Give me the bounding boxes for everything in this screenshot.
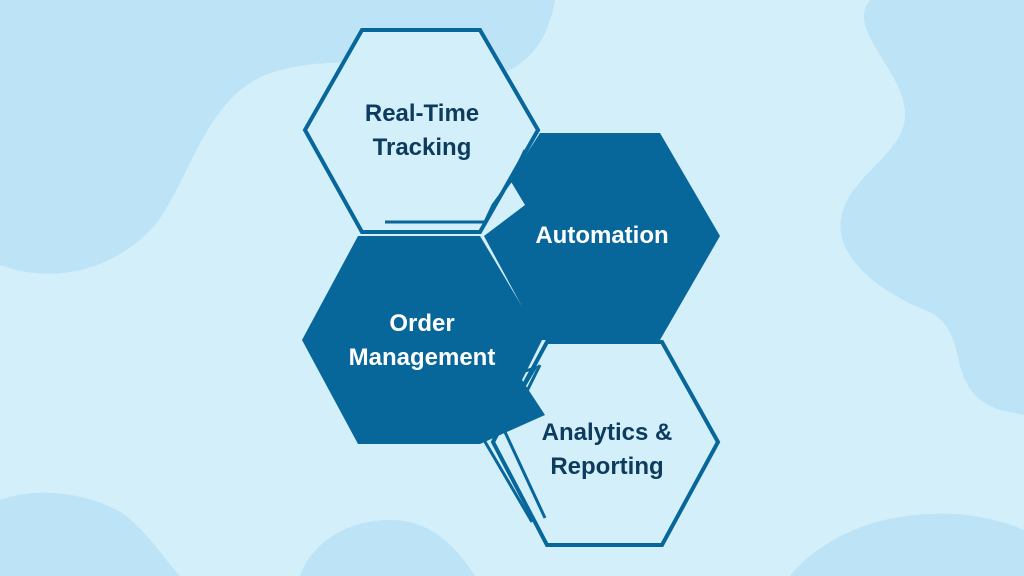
label-analytics-reporting: Analytics & Reporting [541, 419, 673, 480]
hexagon-real-time-tracking[interactable] [302, 28, 541, 234]
accent-line-reporting [482, 365, 539, 523]
background-blob-right [840, 0, 1024, 415]
accent-line-tracking [385, 149, 527, 224]
hexagon-analytics-reporting[interactable] [490, 340, 721, 547]
label-order-management: Order Management [348, 310, 496, 371]
label-automation: Automation [535, 222, 669, 249]
hexagon-order-management[interactable] [302, 236, 545, 444]
background-blob-bottom-right [790, 513, 1024, 576]
background-blob-bottom-center [300, 520, 475, 576]
background-blob-bottom-left [0, 492, 180, 576]
accent-line-reporting-inner [503, 364, 547, 519]
hexagon-automation[interactable] [484, 133, 720, 340]
label-real-time-tracking: Real-Time Tracking [364, 100, 480, 161]
